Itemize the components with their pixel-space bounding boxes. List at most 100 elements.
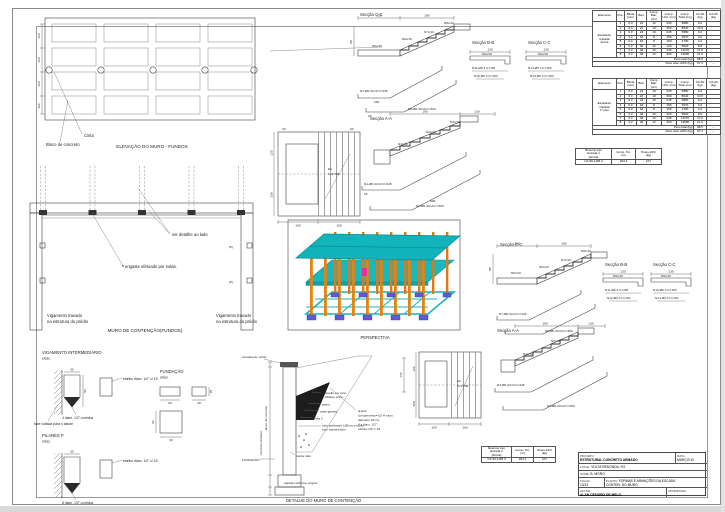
wall-anchor-plates (39, 242, 253, 284)
local-label: LOCAL: (580, 464, 591, 469)
summary-cell: 107 (533, 457, 556, 463)
note-left-1: Vigamento travado (47, 313, 83, 318)
titleblock-local: LOCAL: VOLTA REDONDA / RJ (579, 464, 707, 471)
svg-text:estribo 1/4" c 15: estribo 1/4" c 15 (358, 427, 381, 431)
sapata-label: sapata conforme projeto (284, 481, 318, 485)
total-ca60: – (706, 56, 721, 63)
bar-label: N7-Ø6.3c/10 C=245 (360, 89, 388, 93)
column-stubs (39, 166, 245, 215)
rebar-callout: N1c/10 (523, 352, 533, 356)
dim-105: 105 (412, 401, 416, 406)
dim-85: 85 (349, 40, 353, 44)
dim-105: 105 (270, 192, 274, 197)
titleblock-data: DATA: MARÇO/10 (676, 453, 707, 464)
rebar-callout: N1c/10 (398, 142, 408, 146)
bar-label: N13-Ø6.3 C=165 (653, 288, 677, 292)
stair-plan-e1: E1 h=17/28 100 160 120 105 20 20 (270, 127, 361, 228)
schedule-col-header: CA-50 (kg) (693, 77, 707, 91)
protecao-label-2: e plástico preto (322, 395, 343, 399)
summary-col-header: Peso+10%(kg) (533, 445, 556, 459)
schedule-col-header: CA-60 (kg) (706, 9, 721, 23)
dim-180: 180 (424, 14, 429, 18)
sheet-inner-border (36, 26, 708, 498)
total-ca60: – (706, 61, 721, 67)
pedra-label: pedra mão (296, 454, 311, 458)
total-ca60: – (706, 124, 721, 131)
summary-col-header: Comp. Tot.(m) (511, 445, 534, 459)
svg-text:4 x diam. 1/2": 4 x diam. 1/2" (358, 423, 377, 427)
schedule-col-header: Comp. Total (cm) (676, 77, 694, 91)
dim-60: 60 (169, 438, 173, 442)
tie-note: tirante comprimento=0,5 H muro diametro … (329, 387, 393, 431)
dim-160: 160 (422, 110, 427, 114)
summary-cell: 107 (635, 159, 662, 165)
section-bb-caption: Secção B-B (605, 262, 627, 267)
perspective-caption: PERSPECTIVA (360, 335, 389, 340)
dim-130: 130 (474, 110, 479, 114)
stirrup-label: estribo diam. 1/4" c/ 15 (123, 459, 158, 463)
schedule-col-header: Comp. Unit. (cm) (661, 77, 677, 91)
rebar-callout: N5c/10 (511, 271, 521, 275)
rebar-callout: N8c/10 (444, 21, 454, 25)
dim-130: 130 (620, 270, 625, 274)
section-aa-caption: Secção A-A (370, 116, 392, 121)
summary-cell: 294.3 (511, 457, 534, 463)
rebar-details: VIGAMENTO INTERMEDIÁRIO s/esc. 35 50 est… (34, 350, 213, 505)
bar-label: N2-Ø6.3c/10 C=360 (416, 204, 444, 208)
dim-40: 40 (197, 401, 201, 405)
schedule-col-header: Comp. Unit. (cm) (661, 9, 677, 23)
columns-back (334, 232, 449, 294)
bar-label: N8-Ø6.3c/10 C=300 (408, 107, 436, 111)
stirrup-label: estribo diam. 1/4" c/ 15 (123, 377, 158, 381)
planta-label: PLANTA: (606, 478, 618, 483)
rebar-callout: N7c/10 (561, 258, 571, 262)
dim-label: 100 (37, 33, 41, 38)
nome-label: NOME: (580, 471, 590, 476)
dim-60: 60 (151, 420, 155, 424)
tubo-label-1: tubo perfurado 100mm envolto (322, 424, 364, 428)
bar-dim: 25 (364, 192, 368, 196)
svg-text:diametro 20 cm: diametro 20 cm (358, 418, 380, 422)
dim-120: 120 (412, 366, 416, 371)
protecao-label-1: proteção em lona (322, 391, 346, 395)
bars8-label: 8 diam. 1/2"-corridos (62, 501, 93, 505)
bar-label: N4-Ø6.3c/10 C=360 (547, 404, 575, 408)
perspective-view: PERSPECTIVA (287, 219, 461, 340)
ciclopico-vertical-label: concreto ciclópico (259, 430, 263, 455)
folha-value: 13/13 (580, 483, 589, 488)
dim-60: 60 (168, 401, 172, 405)
brita-label: brita 2 (314, 417, 323, 421)
stair-sections-group-a: Secção C-C 85 120 180 N5c/10 N6c/10 N7c/… (270, 12, 567, 228)
titleblock-folha: FOLHA: 13/13 (579, 478, 605, 488)
bar-label: N3-Ø6.3c/10 C=245 (497, 383, 525, 387)
footings (306, 292, 452, 321)
dim-160: 160 (462, 426, 467, 430)
planta-value-2: CONTEN. DO MURO. (606, 483, 639, 488)
step-label: h=17/28 (457, 384, 469, 388)
note-see-detail: ver detalhe ao lado (172, 232, 208, 237)
dim-label: 100 (37, 103, 41, 108)
columns-front (310, 246, 425, 316)
gravel-dots (298, 433, 310, 448)
bloco-vertical-label: bloco de concreto (264, 406, 268, 431)
data-value: MARÇO/10 (677, 458, 694, 463)
note-right-1: Vigamento travado (216, 313, 252, 318)
titleblock-autor: AUTOR: ALAN CESÁRIO DE MELO (579, 488, 667, 497)
titleblock-nome: NOME: B. MORO (579, 471, 707, 478)
projeto-value: ESTRUTURAL CONCRETO ARMADO (580, 458, 638, 463)
schedule-col-header: CA-50 (kg) (693, 9, 707, 23)
rebar-callout: N7c/10 (424, 30, 434, 34)
bar-label: N13-Ø6.3 C=165 (528, 66, 552, 70)
